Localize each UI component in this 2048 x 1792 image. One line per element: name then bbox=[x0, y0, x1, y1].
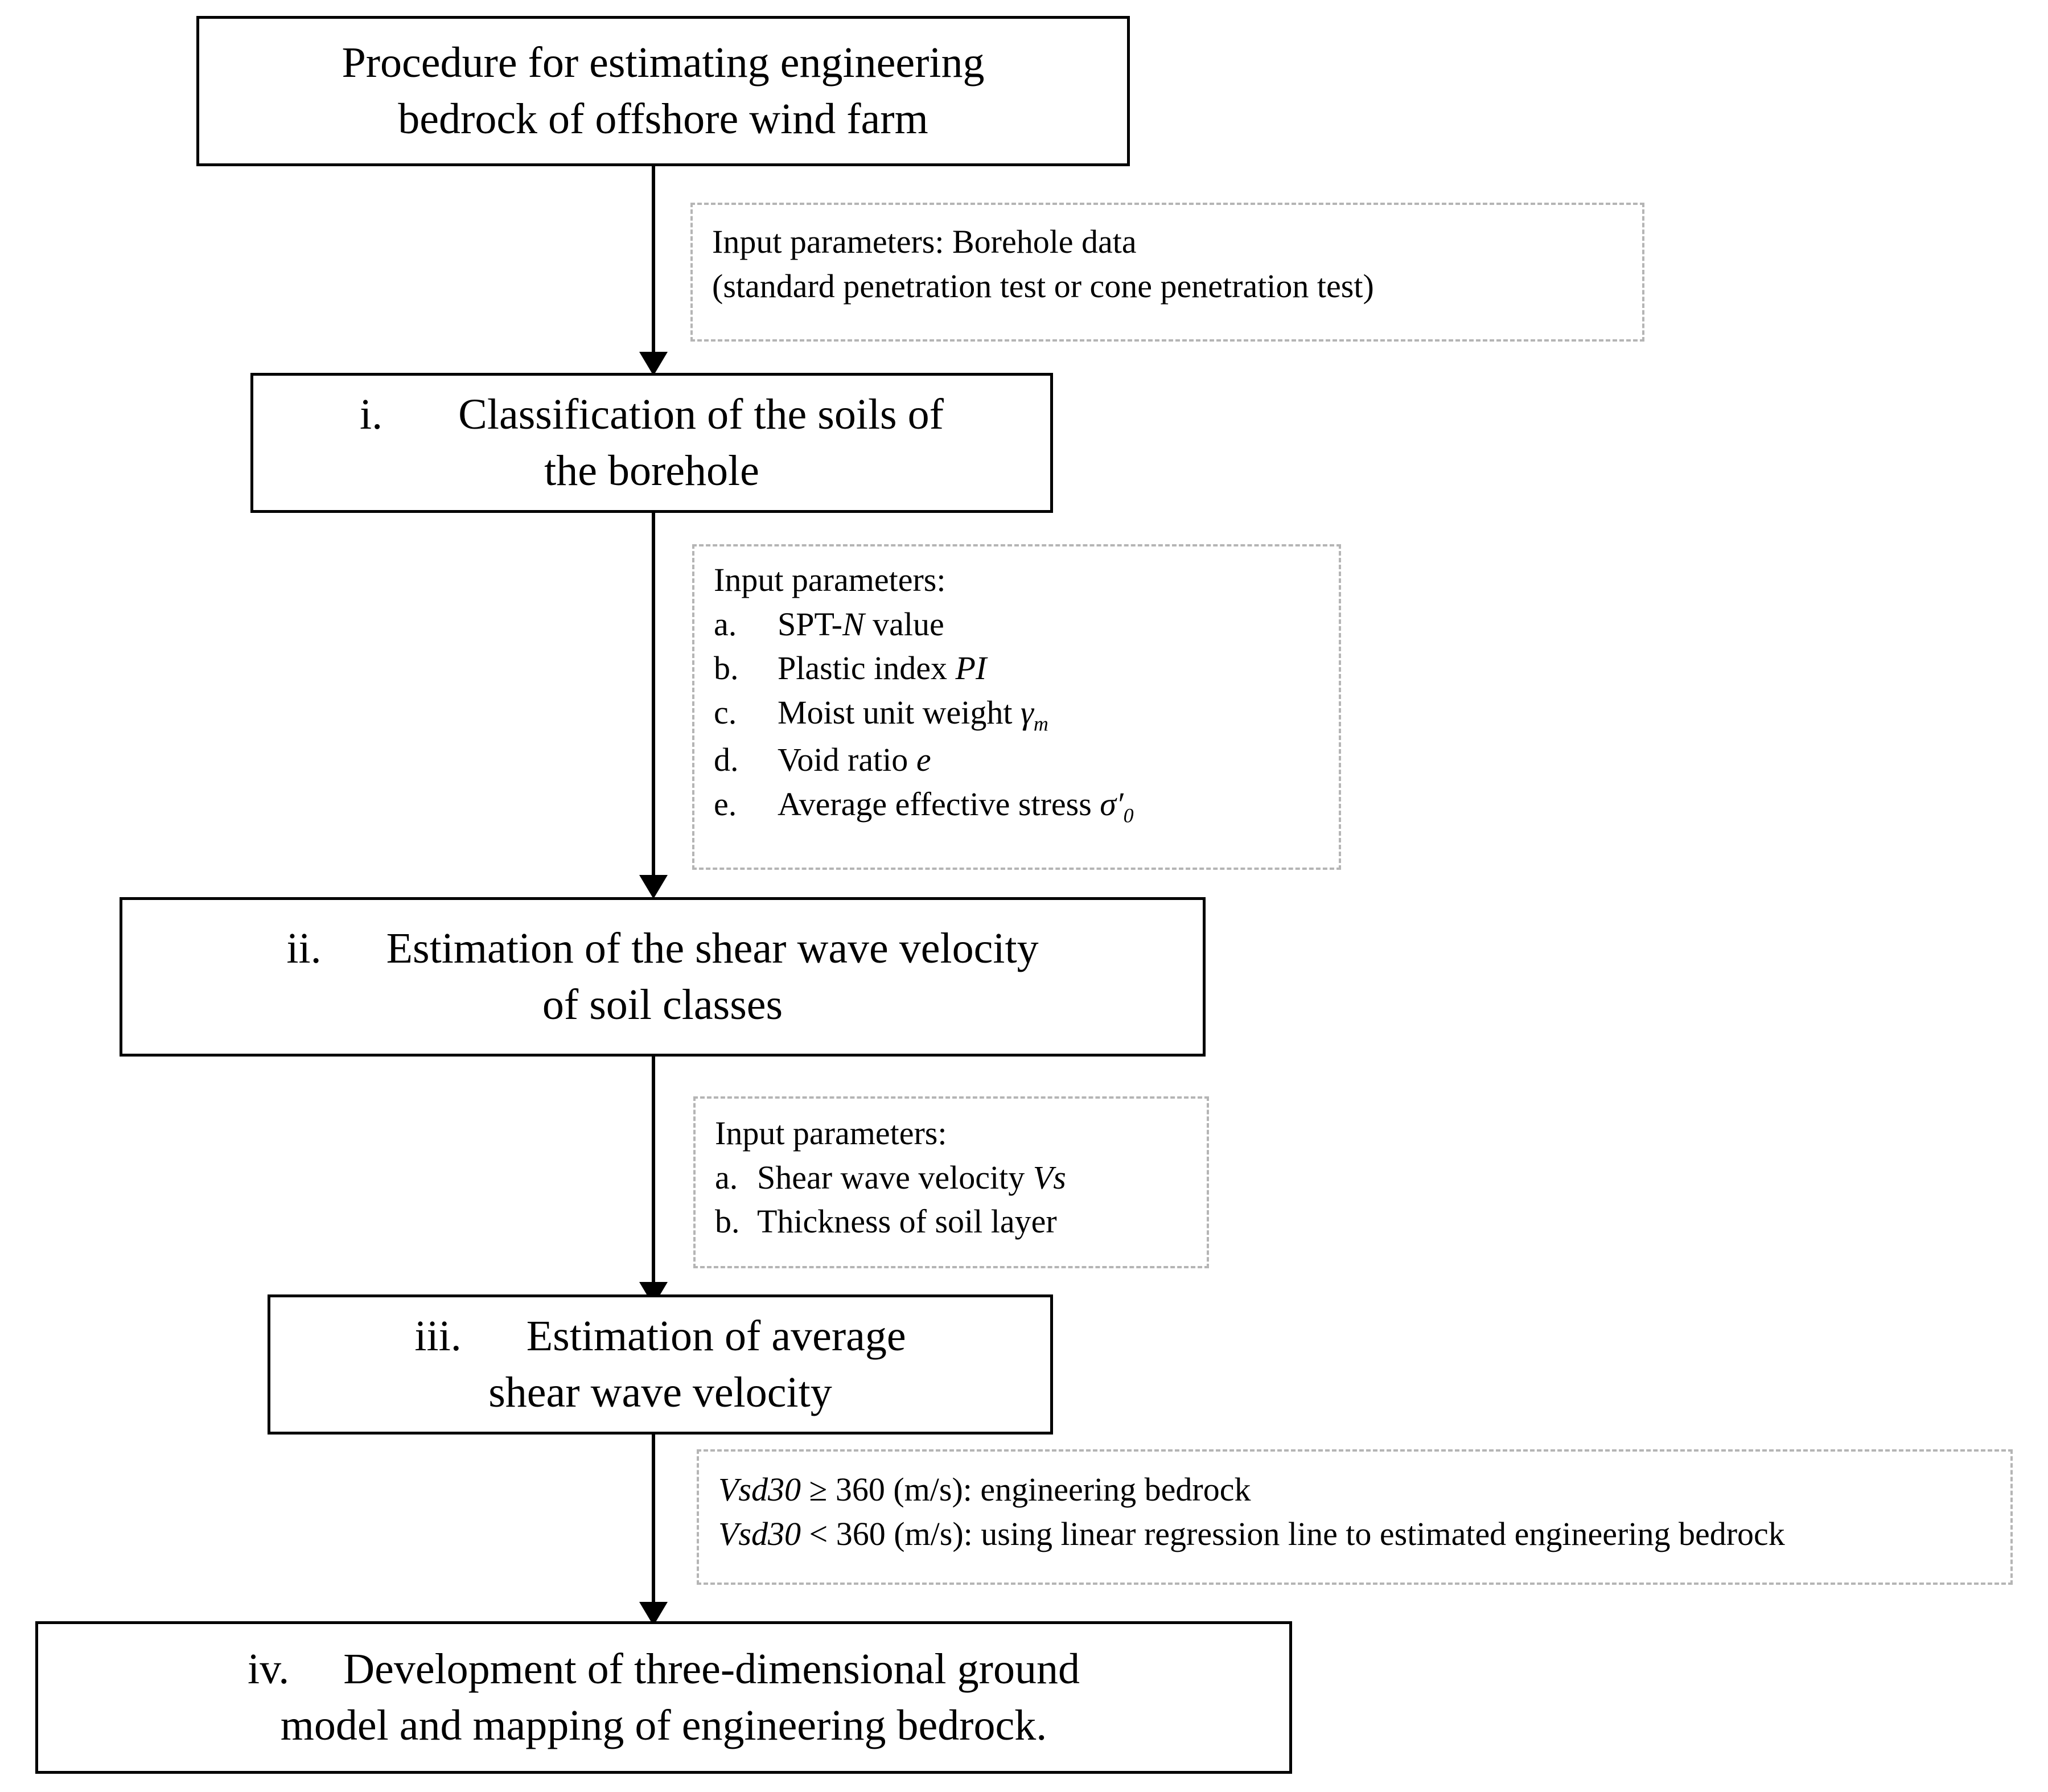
title-line-1: Procedure for estimating engineering bbox=[342, 39, 985, 87]
soil-param-row-d: d. Void ratio e bbox=[714, 738, 1324, 782]
soil-param-row-c: c. Moist unit weight γm bbox=[714, 691, 1324, 738]
arrow-title-to-step-i bbox=[652, 166, 655, 354]
step-iii-line-2: shear wave velocity bbox=[488, 1368, 832, 1416]
vs-param-text-a: Shear wave velocity Vs bbox=[757, 1158, 1066, 1196]
borehole-line-2: (standard penetration test or cone penet… bbox=[712, 267, 1374, 305]
step-i-numeral: i. bbox=[360, 391, 383, 439]
step-iii-line-1: Estimation of average bbox=[526, 1312, 906, 1361]
soil-param-key-b: b. bbox=[714, 650, 739, 687]
bedrock-rule-line-2: Vsd30 < 360 (m/s): using linear regressi… bbox=[718, 1515, 1785, 1552]
step-iv-numeral: iv. bbox=[248, 1645, 290, 1694]
step-box-ii: ii. Estimation of the shear wave velocit… bbox=[120, 897, 1206, 1057]
arrow-step-ii-to-step-iii bbox=[652, 1057, 655, 1284]
bedrock-rule-line-1: Vsd30 ≥ 360 (m/s): engineering bedrock bbox=[718, 1471, 1251, 1508]
step-iii-numeral: iii. bbox=[414, 1312, 462, 1361]
soil-param-text-b: Plastic index PI bbox=[778, 650, 987, 687]
soil-param-key-c: c. bbox=[714, 694, 737, 731]
borehole-line-1: Input parameters: Borehole data bbox=[712, 223, 1137, 260]
soil-param-row-e: e. Average effective stress σ′0 bbox=[714, 782, 1324, 829]
step-iv-line-2: model and mapping of engineering bedrock… bbox=[280, 1701, 1047, 1749]
step-iv-text: iv. Development of three-dimensional gro… bbox=[38, 1641, 1289, 1754]
vs-param-text-b: Thickness of soil layer bbox=[757, 1203, 1057, 1240]
vs-param-row-b: b. Thickness of soil layer bbox=[715, 1199, 1192, 1244]
step-ii-line-1: Estimation of the shear wave velocity bbox=[386, 924, 1039, 973]
vs-params-heading: Input parameters: bbox=[715, 1115, 947, 1152]
soil-param-text-e: Average effective stress σ′0 bbox=[778, 785, 1134, 827]
step-iv-line-1: Development of three-dimensional ground bbox=[343, 1645, 1080, 1694]
step-i-line-2: the borehole bbox=[544, 447, 759, 495]
arrow-step-iii-to-step-iv bbox=[652, 1435, 655, 1604]
soil-params-heading: Input parameters: bbox=[714, 561, 946, 598]
arrow-step-i-to-step-ii bbox=[652, 513, 655, 877]
step-iii-text: iii. Estimation of average shear wave ve… bbox=[270, 1308, 1050, 1421]
soil-param-text-d: Void ratio e bbox=[778, 741, 931, 778]
title-line-2: bedrock of offshore wind farm bbox=[398, 95, 928, 143]
step-i-text: i. Classification of the soils of the bo… bbox=[253, 387, 1050, 499]
vs-param-key-b: b. bbox=[715, 1203, 740, 1240]
step-ii-line-2: of soil classes bbox=[542, 981, 783, 1029]
soil-param-key-a: a. bbox=[714, 605, 737, 643]
step-i-line-1: Classification of the soils of bbox=[458, 391, 944, 439]
vs-param-row-a: a. Shear wave velocity Vs bbox=[715, 1156, 1192, 1200]
vs-param-key-a: a. bbox=[715, 1158, 738, 1196]
step-box-iii: iii. Estimation of average shear wave ve… bbox=[268, 1294, 1053, 1435]
step-box-i: i. Classification of the soils of the bo… bbox=[250, 373, 1053, 513]
soil-param-row-b: b. Plastic index PI bbox=[714, 646, 1324, 691]
soil-param-text-c: Moist unit weight γm bbox=[778, 694, 1048, 735]
step-ii-numeral: ii. bbox=[286, 924, 322, 973]
annotation-soil-parameters: Input parameters: a. SPT-N value b. Plas… bbox=[692, 544, 1341, 870]
step-ii-text: ii. Estimation of the shear wave velocit… bbox=[122, 920, 1203, 1033]
title-box-text: Procedure for estimating engineering bed… bbox=[199, 35, 1127, 147]
arrow-head-step-i-to-step-ii bbox=[639, 875, 668, 899]
step-box-iv: iv. Development of three-dimensional gro… bbox=[35, 1621, 1292, 1774]
soil-param-row-a: a. SPT-N value bbox=[714, 602, 1324, 647]
annotation-vs-parameters: Input parameters: a. Shear wave velocity… bbox=[693, 1096, 1209, 1268]
soil-param-text-a: SPT-N value bbox=[778, 605, 944, 643]
annotation-bedrock-rule: Vsd30 ≥ 360 (m/s): engineering bedrock V… bbox=[697, 1449, 2013, 1585]
arrow-head-title-to-step-i bbox=[639, 352, 668, 376]
soil-param-key-d: d. bbox=[714, 741, 739, 778]
annotation-borehole-parameters: Input parameters: Borehole data (standar… bbox=[690, 203, 1644, 342]
soil-param-key-e: e. bbox=[714, 785, 737, 823]
title-box: Procedure for estimating engineering bed… bbox=[196, 16, 1130, 166]
